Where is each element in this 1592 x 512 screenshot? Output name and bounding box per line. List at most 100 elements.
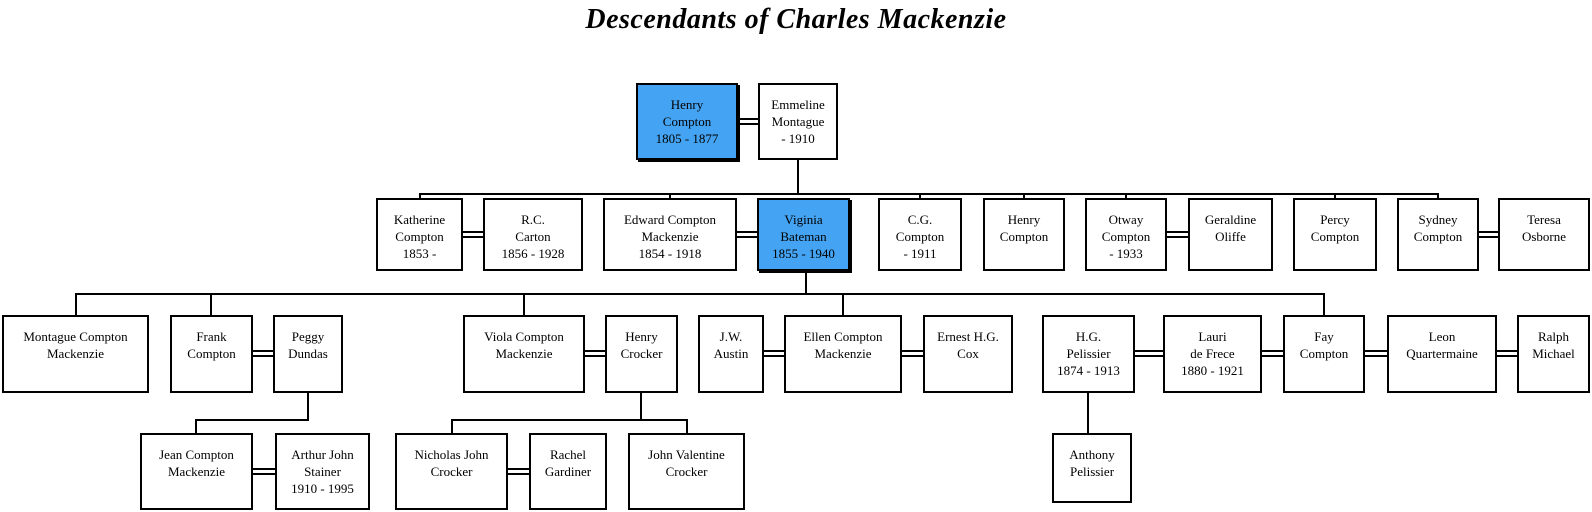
page-title: Descendants of Charles Mackenzie: [585, 4, 1007, 35]
person-cg-compton[interactable]: C.G. Compton - 1911: [878, 198, 962, 271]
marriage-link: [1167, 231, 1188, 238]
person-label-line: Quartermaine: [1406, 346, 1478, 361]
descent-line: [75, 293, 77, 316]
descent-line: [797, 160, 799, 195]
person-label-line: - 1911: [903, 246, 937, 261]
descent-line: [1323, 293, 1325, 316]
person-label-line: Compton: [395, 229, 444, 244]
marriage-link: [1479, 231, 1498, 238]
person-label-line: H.G.: [1075, 329, 1102, 344]
person-label-line: Katherine: [393, 212, 446, 227]
descent-line: [805, 271, 807, 295]
person-label-line: Anthony: [1069, 447, 1115, 462]
person-label-line: Lauri: [1198, 329, 1227, 344]
marriage-link: [1135, 350, 1163, 357]
marriage-link: [1497, 350, 1517, 357]
descent-line: [451, 419, 453, 434]
marriage-link: [508, 468, 529, 475]
person-label-line: 1910 - 1995: [291, 481, 354, 496]
marriage-link: [902, 350, 923, 357]
marriage-link: [764, 350, 784, 357]
person-label-line: Arthur John: [291, 447, 354, 462]
person-label-line: Mackenzie: [167, 464, 226, 479]
marriage-link: [585, 350, 605, 357]
person-label-line: Pelissier: [1066, 346, 1111, 361]
person-label-line: Dundas: [288, 346, 328, 361]
person-label-line: Compton: [1101, 229, 1151, 244]
person-label-line: Compton: [895, 229, 945, 244]
person-label-line: Pelissier: [1069, 464, 1115, 479]
person-label-line: 1854 - 1918: [638, 246, 702, 261]
person-label-line: Teresa: [1527, 212, 1561, 227]
person-label-line: Otway: [1108, 212, 1144, 227]
person-label-line: Montague: [771, 114, 825, 129]
person-label-line: Compton: [999, 229, 1049, 244]
person-label-line: Compton: [662, 114, 712, 129]
marriage-link: [1262, 350, 1283, 357]
person-ernest-hg-cox[interactable]: Ernest H.G.Cox: [923, 315, 1013, 393]
person-label-line: 1855 - 1940: [772, 246, 835, 261]
person-label-line: Rachel: [549, 447, 587, 462]
person-label-line: Crocker: [665, 464, 708, 479]
descent-line: [419, 193, 421, 199]
person-label-line: 1856 - 1928: [501, 246, 565, 261]
marriage-link: [738, 118, 758, 125]
person-label-line: Crocker: [430, 464, 473, 479]
descent-line: [523, 293, 525, 316]
person-label-line: Cox: [957, 346, 979, 361]
person-label-line: Bateman: [780, 229, 827, 244]
person-label-line: Ralph: [1537, 329, 1570, 344]
marriage-link: [1365, 350, 1387, 357]
person-label-line: Geraldine: [1204, 212, 1257, 227]
person-label-line: Montague Compton: [23, 329, 128, 344]
person-label-line: - 1933: [1109, 246, 1143, 261]
person-label-line: Fay: [1314, 329, 1334, 344]
person-label-line: Frank: [196, 329, 227, 344]
person-label-line: Compton: [187, 346, 236, 361]
descent-line: [919, 193, 921, 199]
person-label-line: Henry: [1007, 212, 1041, 227]
marriage-link: [463, 231, 483, 238]
descent-line: [75, 293, 1325, 295]
person-label-line: Oliffe: [1215, 229, 1246, 244]
person-label-line: Compton: [1413, 229, 1463, 244]
person-label-line: 1853 -: [402, 246, 437, 261]
person-label-line: Edward Compton: [623, 212, 717, 227]
person-label-line: Viola Compton: [484, 329, 564, 344]
person-label-line: Leon: [1428, 329, 1456, 344]
person-label-line: Mackenzie: [46, 346, 105, 361]
person-jw-austin[interactable]: J.W.Austin: [698, 315, 764, 393]
descent-line: [1125, 193, 1127, 199]
person-label-line: Sydney: [1418, 212, 1458, 227]
person-label-line: C.G.: [907, 212, 933, 227]
